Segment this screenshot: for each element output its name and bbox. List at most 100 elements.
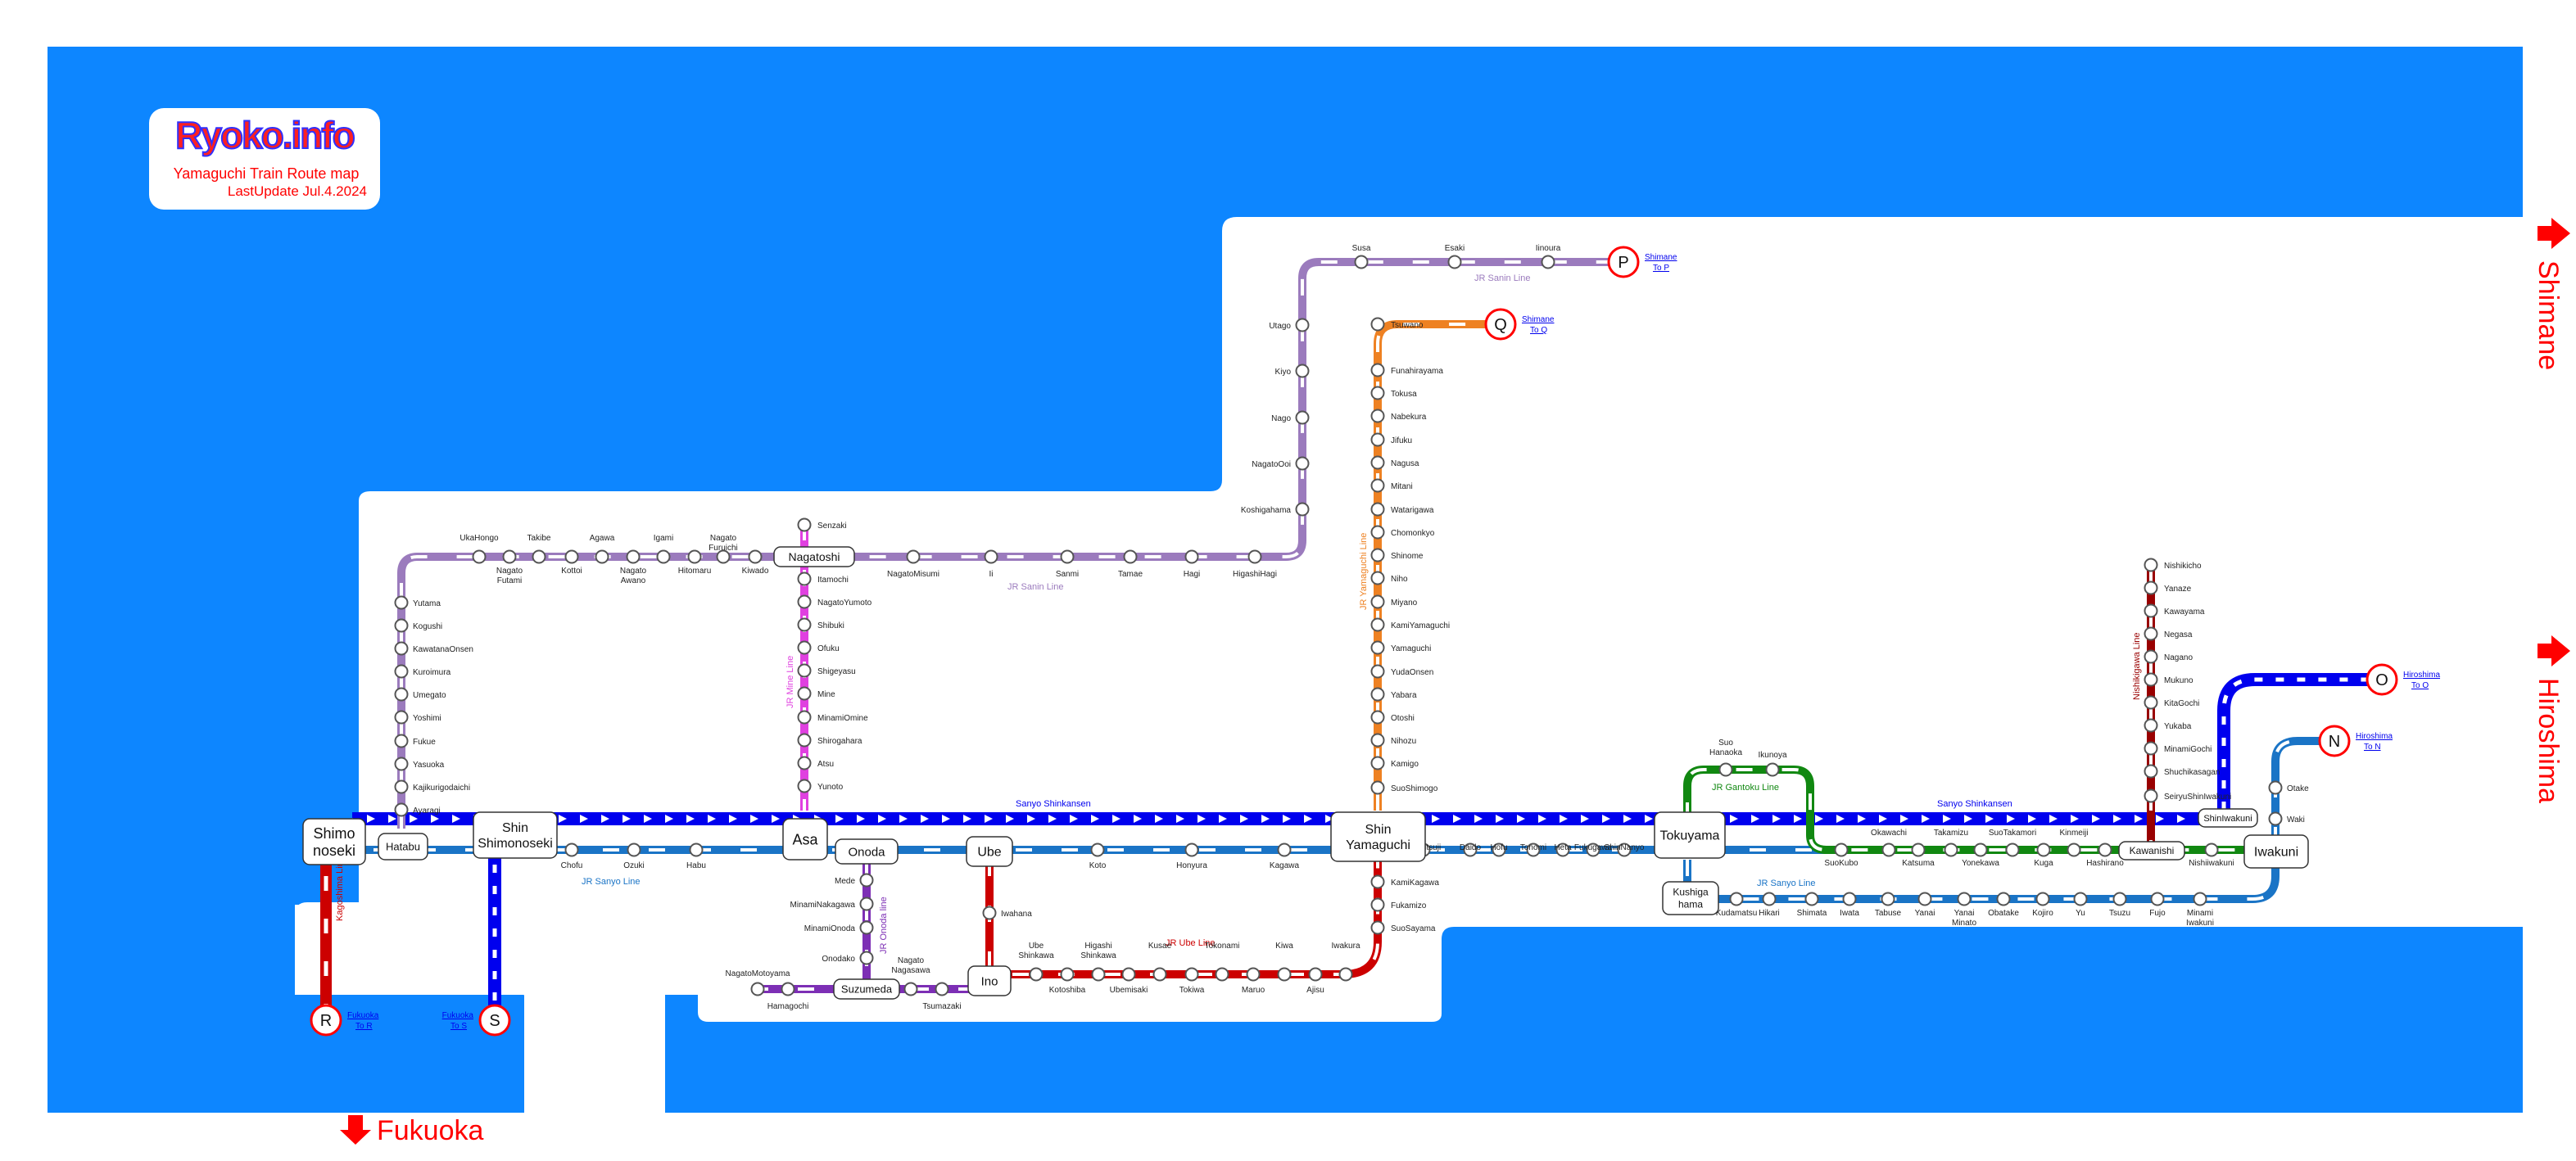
station-hofu[interactable]: Hofu [1490, 843, 1508, 857]
station-ukahongo[interactable]: UkaHongo [460, 534, 499, 564]
major-station-ube[interactable]: Ube [966, 836, 1013, 867]
station-minaminakagawa[interactable]: MinamiNakagawa [790, 897, 874, 911]
station-iwata[interactable]: Iwata [1840, 892, 1859, 919]
station-niho[interactable]: Niho [1370, 571, 1409, 585]
station-yunoto[interactable]: Yunoto [797, 779, 844, 793]
station-kogushi[interactable]: Kogushi [394, 618, 443, 633]
station-takamizu[interactable]: Takamizu [1934, 829, 1968, 857]
major-station-hatabu[interactable]: Hatabu [378, 833, 428, 861]
station-igami[interactable]: Igami [654, 534, 673, 564]
terminal-link-region[interactable]: Fukuoka [442, 1011, 474, 1020]
station-chomonkyo[interactable]: Chomonkyo [1370, 525, 1435, 540]
station-tamae[interactable]: Tamae [1118, 549, 1143, 580]
station-kamikagawa[interactable]: KamiKagawa [1370, 874, 1440, 889]
station-suoshimogo[interactable]: SuoShimogo [1370, 780, 1438, 795]
station-sanmi[interactable]: Sanmi [1056, 549, 1079, 580]
station-yonekawa[interactable]: Yonekawa [1962, 843, 1999, 869]
station-tsuwano[interactable]: Tsuwano [1370, 317, 1424, 332]
terminal-link-to[interactable]: To O [2411, 681, 2429, 690]
station-umegato[interactable]: Umegato [394, 687, 447, 702]
station-esaki[interactable]: Esaki [1445, 244, 1465, 269]
station-kiyo[interactable]: Kiyo [1275, 364, 1310, 378]
station-nishikicho[interactable]: Nishikicho [2144, 558, 2203, 572]
station-ii[interactable]: Ii [984, 549, 998, 580]
station-kitagochi[interactable]: KitaGochi [2144, 695, 2200, 710]
terminal-link-to[interactable]: To R [355, 1022, 373, 1031]
terminal-link-to[interactable]: To Q [1530, 326, 1547, 335]
station-ikunoya[interactable]: Ikunoya [1758, 751, 1787, 777]
station-kiwa[interactable]: Kiwa [1275, 942, 1293, 982]
station-fukue[interactable]: Fukue [394, 734, 437, 748]
station-kamigo[interactable]: Kamigo [1370, 756, 1419, 770]
site-logo[interactable]: Ryoko.info [174, 113, 356, 157]
station-okawachi[interactable]: Okawachi [1871, 829, 1907, 857]
station-nagatomisumi[interactable]: NagatoMisumi [887, 549, 939, 580]
station-ayaragi[interactable]: Ayaragi [394, 802, 441, 817]
station-kusae[interactable]: Kusae [1148, 942, 1172, 982]
station-suotakamori[interactable]: SuoTakamori [1989, 829, 2036, 857]
station-nihozu[interactable]: Nihozu [1370, 733, 1417, 748]
terminal-link-region[interactable]: Hiroshima [2356, 732, 2393, 741]
station-utago[interactable]: Utago [1269, 318, 1310, 332]
major-station-nagatoshi[interactable]: Nagatoshi [773, 546, 855, 567]
station-mitani[interactable]: Mitani [1370, 478, 1413, 493]
station-tonomi[interactable]: Tonomi [1520, 843, 1546, 857]
station-hagi[interactable]: Hagi [1184, 549, 1201, 580]
station-yanai[interactable]: Yanai [1915, 892, 1935, 919]
station-fukugawa[interactable]: Fukugawa [1574, 843, 1613, 857]
station-ozuki[interactable]: Ozuki [623, 843, 645, 871]
station-funahirayama[interactable]: Funahirayama [1370, 363, 1444, 377]
station-iwahana[interactable]: Iwahana [982, 906, 1033, 920]
station-kawatanaonsen[interactable]: KawatanaOnsen [394, 641, 473, 656]
station-agawa[interactable]: Agawa [590, 534, 615, 564]
station-shimata[interactable]: Shimata [1797, 892, 1827, 919]
station-watarigawa[interactable]: Watarigawa [1370, 502, 1434, 517]
station-tabuse[interactable]: Tabuse [1875, 892, 1902, 919]
station-yoshimi[interactable]: Yoshimi [394, 710, 441, 725]
station-chofu[interactable]: Chofu [561, 843, 583, 871]
station-hikari[interactable]: Hikari [1759, 892, 1780, 919]
station-yabara[interactable]: Yabara [1370, 687, 1417, 702]
terminal-link-region[interactable]: Shimane [1522, 315, 1555, 324]
station-kinmeiji[interactable]: Kinmeiji [2059, 829, 2089, 857]
station-iwakura[interactable]: Iwakura [1331, 942, 1360, 982]
terminal-link-to[interactable]: To P [1653, 264, 1669, 273]
station-shinnanyo[interactable]: ShinNanyo [1605, 843, 1645, 857]
station-kotoshiba[interactable]: Kotoshiba [1049, 967, 1086, 996]
major-station-kawanishi[interactable]: Kawanishi [2118, 841, 2185, 861]
station-nagatomotoyama[interactable]: NagatoMotoyama [726, 969, 790, 996]
station-iinoura[interactable]: Iinoura [1536, 244, 1561, 269]
terminal-link-region[interactable]: Fukuoka [347, 1011, 379, 1020]
station-kojiro[interactable]: Kojiro [2032, 892, 2053, 919]
station-seiryushiniwakuni[interactable]: SeiryuShinIwakuni [2144, 788, 2232, 803]
station-kiwado[interactable]: Kiwado [742, 549, 769, 576]
station-minamiomine[interactable]: MinamiOmine [797, 710, 869, 725]
station-shigeyasu[interactable]: Shigeyasu [797, 663, 856, 678]
station-senzaki[interactable]: Senzaki [797, 517, 847, 532]
station-maruo[interactable]: Maruo [1242, 967, 1265, 996]
station-mede[interactable]: Mede [835, 873, 874, 888]
station-nagusa[interactable]: Nagusa [1370, 455, 1419, 470]
station-katsuma[interactable]: Katsuma [1902, 843, 1935, 869]
station-tokusa[interactable]: Tokusa [1370, 386, 1418, 400]
station-hashirano[interactable]: Hashirano [2086, 843, 2124, 869]
station-onodako[interactable]: Onodako [822, 951, 874, 965]
major-station-suzumeda[interactable]: Suzumeda [833, 978, 900, 1000]
station-mukuno[interactable]: Mukuno [2144, 672, 2194, 687]
station-otoshi[interactable]: Otoshi [1370, 710, 1415, 725]
station-negasa[interactable]: Negasa [2144, 626, 2193, 641]
station-shirogahara[interactable]: Shirogahara [797, 733, 862, 748]
major-station-shimonoseki[interactable]: Shimonoseki [302, 818, 366, 865]
station-takibe[interactable]: Takibe [527, 534, 551, 564]
station-higashihagi[interactable]: HigashiHagi [1233, 549, 1277, 580]
